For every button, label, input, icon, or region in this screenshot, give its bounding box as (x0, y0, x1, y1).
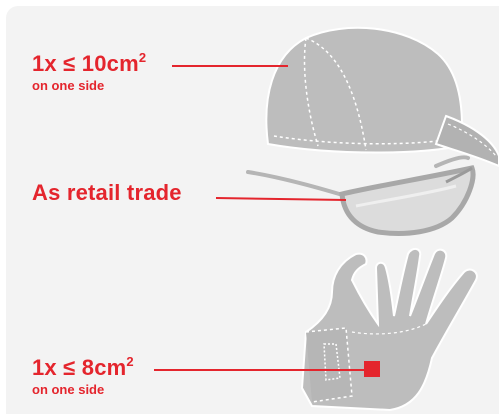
glove-icon (302, 249, 477, 410)
glove-label-main: 1x ≤ 8cm (32, 355, 126, 380)
glasses-label-main: As retail trade (32, 180, 182, 205)
glasses-label: As retail trade (32, 182, 182, 204)
glove-logo-marker (364, 361, 380, 377)
glove-label-superscript: 2 (126, 354, 133, 369)
glasses-leader-line (216, 198, 346, 200)
baseball-cap-icon (266, 28, 499, 166)
cap-label: 1x ≤ 10cm2 on one side (32, 52, 146, 92)
cap-label-sub: on one side (32, 79, 146, 92)
sunglasses-icon (248, 157, 473, 233)
glove-label-sub: on one side (32, 383, 134, 396)
cap-label-superscript: 2 (139, 50, 146, 65)
cap-label-main: 1x ≤ 10cm (32, 51, 139, 76)
glove-label: 1x ≤ 8cm2 on one side (32, 356, 134, 396)
diagram-panel: 1x ≤ 10cm2 on one side As retail trade 1… (6, 6, 499, 414)
